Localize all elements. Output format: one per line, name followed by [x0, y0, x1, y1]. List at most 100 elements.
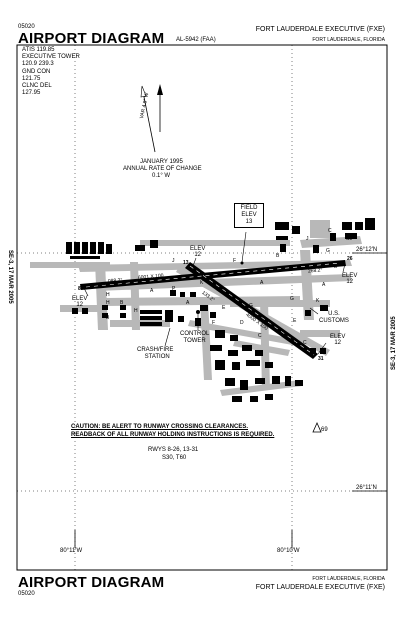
- control-tower-line-2: TOWER: [183, 338, 206, 344]
- elev-leader-rwy26: [342, 263, 346, 273]
- elevation-label-rwy31: ELEV 12: [330, 334, 345, 346]
- caution-line-1: CAUTION: BE ALERT TO RUNWAY CROSSING CLE…: [71, 424, 249, 430]
- taxiway-label: E: [293, 318, 297, 324]
- frequency-line: CLNC DEL: [22, 83, 52, 90]
- taxiway-label: K: [200, 280, 204, 286]
- elev-value: 12: [76, 302, 84, 308]
- customs-line-2: CUSTOMS: [319, 318, 349, 324]
- customs-leader: [309, 307, 319, 315]
- side-label-right: SE-3, 17 MAR 2005: [391, 316, 397, 370]
- runway-08-26: [80, 260, 346, 290]
- field-elev-pointer: [241, 231, 247, 263]
- longitude-right-label: 80°10'W: [277, 548, 300, 554]
- city-state: FORT LAUDERDALE, FLORIDA: [312, 37, 385, 43]
- crash-fire-line-2: STATION: [144, 354, 170, 360]
- frequency-line: 127.95: [22, 90, 41, 97]
- elev-word: ELEV: [72, 296, 88, 302]
- taxiway-label: S3: [346, 236, 353, 242]
- elev-value: 12: [334, 340, 342, 346]
- runway-number-13: 13: [183, 260, 189, 266]
- runway-info-line-1: RWYS 8-26, 13-31: [148, 447, 199, 453]
- elev-leader-rwy8: [83, 287, 89, 297]
- elevation-label-rwy8: ELEV 12: [72, 296, 87, 308]
- field-elev-label-1: FIELD: [240, 205, 258, 211]
- crash-fire-leader: [164, 327, 171, 347]
- taxiway-label: E: [222, 305, 226, 311]
- elev-word: ELEV: [190, 246, 206, 252]
- crash-fire-station-label: CRASH/FIRE STATION: [137, 347, 173, 361]
- runway-number-8: 8: [78, 286, 81, 292]
- runway-08-26-centerline: [85, 262, 341, 288]
- runway-number-31: 31: [318, 356, 324, 362]
- taxiway-label: H: [134, 308, 138, 314]
- elev-leader-rwy13: [192, 257, 197, 267]
- field-elevation-box: FIELD ELEV 13: [234, 203, 264, 228]
- taxiway-label: B: [276, 253, 280, 259]
- taxiway-label: H: [106, 292, 110, 298]
- taxiway-label: J: [306, 236, 309, 242]
- runway-08-heading: 088.2°: [107, 277, 123, 285]
- taxiway-label: G: [290, 296, 294, 302]
- footer-city-state: FORT LAUDERDALE, FLORIDA: [312, 576, 385, 582]
- taxiway-label: A: [186, 300, 190, 306]
- buildings: [66, 218, 375, 402]
- control-tower-icon: [196, 310, 200, 314]
- taxiway-label: G: [249, 303, 253, 309]
- taxiway-label: C: [328, 228, 332, 234]
- field-elev-value: 13: [245, 219, 253, 225]
- taxiway-label: J: [172, 258, 175, 264]
- taxiway-label: B: [106, 315, 110, 321]
- runway-info-line-2: S30, T60: [162, 455, 187, 461]
- obstacle-height-label: 69: [321, 427, 328, 433]
- frequency-list: ATIS 119.85 EXECUTIVE TOWER 120.9 239.3 …: [22, 47, 80, 97]
- variation-rate-label: ANNUAL RATE OF CHANGE: [123, 166, 202, 172]
- page-title: AIRPORT DIAGRAM: [18, 30, 165, 47]
- frequency-line: 121.75: [22, 75, 41, 82]
- footer-doc-number: 05020: [18, 591, 35, 597]
- taxiway-label: A: [322, 282, 326, 288]
- north-arrow-true: [157, 84, 163, 132]
- taxiway-label: K: [316, 298, 320, 304]
- taxiway-label: F: [233, 258, 237, 264]
- taxiway-label: A: [260, 280, 264, 286]
- variation-rate-value: 0.1° W: [152, 173, 171, 179]
- taxiway-label: G: [326, 248, 330, 254]
- runway-26-heading: 268.2°: [307, 267, 323, 275]
- crash-fire-line-1: CRASH/FIRE: [137, 347, 174, 353]
- us-customs-label: U.S. CUSTOMS: [319, 311, 349, 325]
- customs-line-1: U.S.: [328, 311, 340, 317]
- runway-13-31-centerline: [189, 265, 315, 356]
- frequency-line: ATIS 119.85: [22, 47, 55, 53]
- latitude-top-label: 26°12'N: [356, 247, 378, 253]
- control-tower-line-1: CONTROL: [180, 331, 210, 337]
- frequency-line: EXECUTIVE TOWER: [22, 54, 80, 61]
- footer-airport-name: FORT LAUDERDALE EXECUTIVE (FXE): [255, 584, 385, 591]
- footer-title: AIRPORT DIAGRAM: [18, 574, 165, 591]
- taxiway-label: P: [172, 286, 176, 292]
- airport-name: FORT LAUDERDALE EXECUTIVE (FXE): [255, 26, 385, 33]
- field-elev-point-icon: [240, 261, 244, 265]
- elevation-label-rwy13: ELEV 12: [190, 246, 205, 258]
- taxiway-label: B: [120, 300, 124, 306]
- doc-number-top: 05020: [18, 24, 35, 30]
- elev-word: ELEV: [342, 273, 358, 279]
- elev-value: 12: [194, 252, 202, 258]
- north-arrow-magnetic: [140, 85, 156, 153]
- taxiway-label: B: [334, 264, 338, 270]
- variation-date: JANUARY 1995: [140, 159, 183, 165]
- runway-number-26: 26: [347, 256, 353, 262]
- taxiway-label: A: [150, 288, 154, 294]
- frequency-line: 120.9 239.3: [22, 61, 54, 68]
- procedure-id: AL-5942 (FAA): [176, 37, 216, 43]
- side-label-left: SE-3, 17 MAR 2005: [7, 250, 13, 304]
- longitude-left-label: 80°11'W: [60, 548, 83, 554]
- taxiway-label: F: [212, 320, 216, 326]
- elevation-label-rwy26: ELEV 12: [342, 273, 357, 285]
- taxiway-label: D: [240, 320, 244, 326]
- elev-value: 12: [346, 279, 354, 285]
- field-elev-label-2: ELEV: [241, 212, 257, 218]
- taxiway-label: C: [258, 333, 262, 339]
- obstacle-icon: [312, 422, 322, 433]
- caution-line-2: READBACK OF ALL RUNWAY HOLDING INSTRUCTI…: [71, 432, 275, 438]
